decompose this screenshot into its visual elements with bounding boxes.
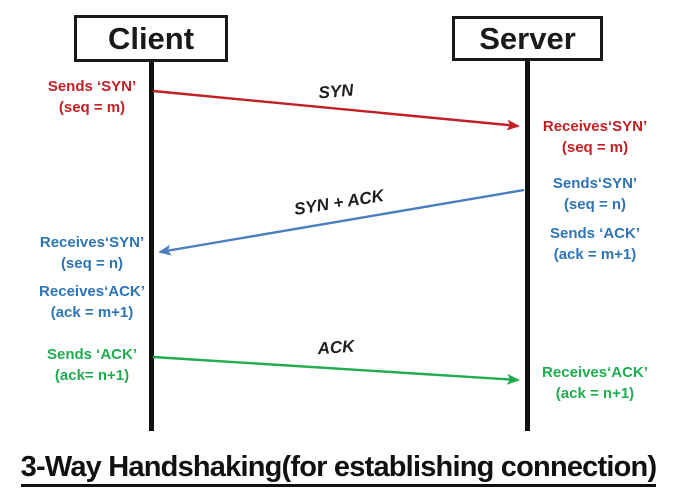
note-line: Sends ‘ACK’ <box>46 346 137 363</box>
note-line: Receives‘ACK’ <box>39 283 145 300</box>
client-note-sends-ack: Sends ‘ACK’ (ack= n+1) <box>18 344 166 386</box>
note-line: (seq = n) <box>563 196 627 213</box>
syn-ack-arrow <box>158 188 525 256</box>
syn-arrow <box>152 89 520 131</box>
client-note-receives-syn: Receives‘SYN’ (seq = n) <box>18 232 166 274</box>
server-label: Server <box>479 20 576 56</box>
client-label: Client <box>107 20 195 56</box>
note-line: (ack = m+1) <box>553 246 637 263</box>
note-line: Sends‘SYN’ <box>552 175 638 192</box>
client-note-receives-ack: Receives‘ACK’ (ack = m+1) <box>18 281 166 323</box>
ack-message-label: ACK <box>316 336 356 359</box>
note-line: (ack= n+1) <box>54 367 130 384</box>
client-lifeline <box>149 60 154 431</box>
syn-message-label: SYN <box>317 80 355 103</box>
note-line: (seq = n) <box>60 255 124 272</box>
note-line: Sends ‘SYN’ <box>47 78 137 95</box>
note-line: Sends ‘ACK’ <box>549 225 640 242</box>
note-line: Receives‘ACK’ <box>542 364 648 381</box>
note-line: Receives‘SYN’ <box>542 118 648 135</box>
server-lifeline <box>525 59 530 431</box>
client-note-sends-syn: Sends ‘SYN’ (seq = m) <box>18 76 166 118</box>
client-actor-box: Client <box>74 15 228 62</box>
note-line: (seq = m) <box>58 99 126 116</box>
note-line: (ack = n+1) <box>555 385 635 402</box>
server-note-sends-syn: Sends‘SYN’ (seq = n) <box>520 173 670 215</box>
note-line: (seq = m) <box>561 139 629 156</box>
diagram-title-text: 3-Way Handshaking(for establishing conne… <box>20 451 657 487</box>
ack-arrow <box>152 355 520 385</box>
diagram-title: 3-Way Handshaking(for establishing conne… <box>0 451 677 487</box>
server-note-receives-syn: Receives‘SYN’ (seq = m) <box>520 116 670 158</box>
server-note-sends-ack: Sends ‘ACK’ (ack = m+1) <box>520 223 670 265</box>
note-line: (ack = m+1) <box>50 304 134 321</box>
note-line: Receives‘SYN’ <box>39 234 145 251</box>
server-note-receives-ack: Receives‘ACK’ (ack = n+1) <box>520 362 670 404</box>
